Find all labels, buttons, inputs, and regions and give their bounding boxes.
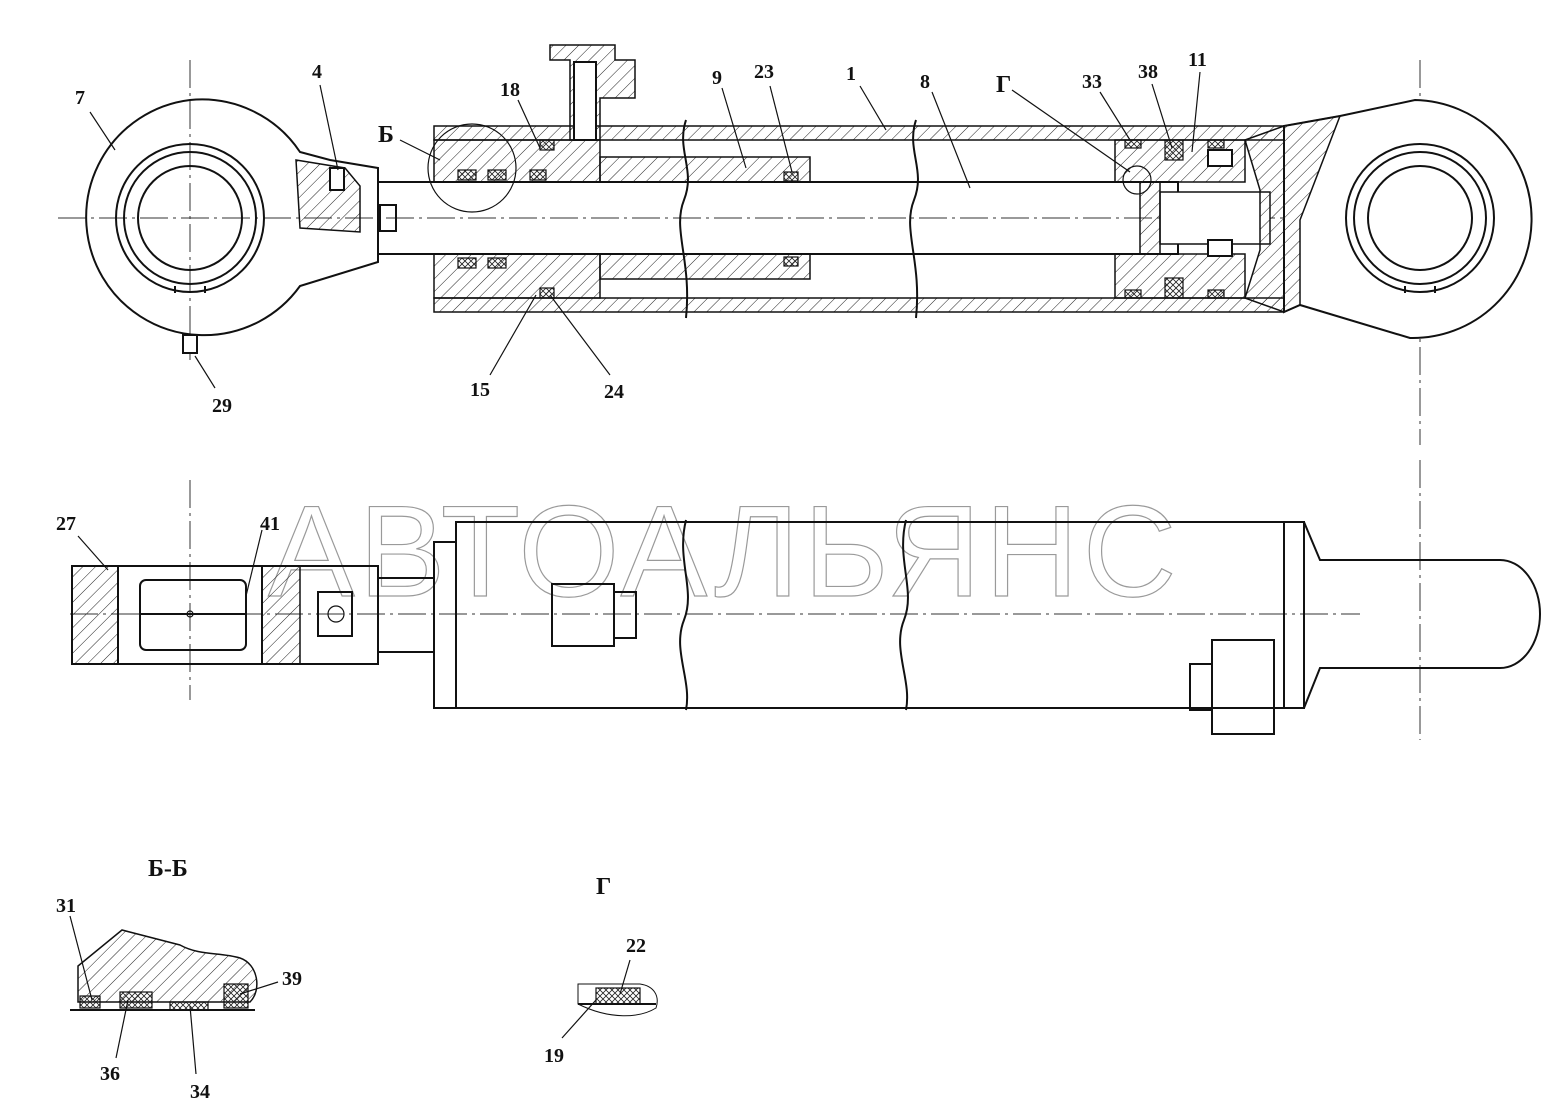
callout-11: 11 — [1188, 49, 1207, 71]
piston — [1114, 139, 1246, 299]
callout-36: 36 — [100, 1063, 120, 1085]
callout-9: 9 — [712, 67, 722, 89]
callout-1: 1 — [846, 63, 856, 85]
callout-8: 8 — [920, 71, 930, 93]
callout-31: 31 — [56, 895, 76, 917]
detail-b-circle — [427, 123, 517, 213]
callout-27: 27 — [56, 513, 76, 535]
leader-lines-top — [89, 71, 1201, 389]
right-eye-bottom — [1244, 98, 1533, 340]
callout-23: 23 — [754, 61, 774, 83]
callout-7: 7 — [75, 87, 85, 109]
watermark-text: АВТОАЛЬЯНС — [268, 478, 1181, 624]
callout-34: 34 — [190, 1081, 210, 1103]
top-section-view: 7 4 29 18 9 23 1 8 33 38 11 15 24 Б Г — [58, 44, 1533, 445]
section-b-b-title: Б-Б — [148, 856, 188, 882]
cylinder-body-exterior — [433, 519, 1541, 735]
callout-4: 4 — [312, 61, 322, 83]
detail-g-title: Г — [596, 874, 611, 900]
callout-15: 15 — [470, 379, 490, 401]
exterior-view: 27 41 — [56, 460, 1541, 740]
callout-41: 41 — [260, 513, 280, 535]
callout-39: 39 — [282, 968, 302, 990]
callout-38: 38 — [1138, 61, 1158, 83]
section-b-reference: Б — [378, 122, 394, 148]
detail-g-reference: Г — [996, 72, 1011, 98]
callout-29: 29 — [212, 395, 232, 417]
callout-18: 18 — [500, 79, 520, 101]
callout-22: 22 — [626, 935, 646, 957]
rod-gland — [433, 44, 811, 299]
detail-g-view: Г 22 19 — [544, 874, 658, 1067]
left-eye-section — [71, 565, 435, 665]
detail-g-circle — [1122, 165, 1152, 195]
section-b-b-view: Б-Б 31 36 34 39 — [56, 856, 302, 1103]
callout-19: 19 — [544, 1045, 564, 1067]
callout-24: 24 — [604, 381, 624, 403]
left-eye-rod-end — [85, 98, 379, 354]
callout-33: 33 — [1082, 71, 1102, 93]
